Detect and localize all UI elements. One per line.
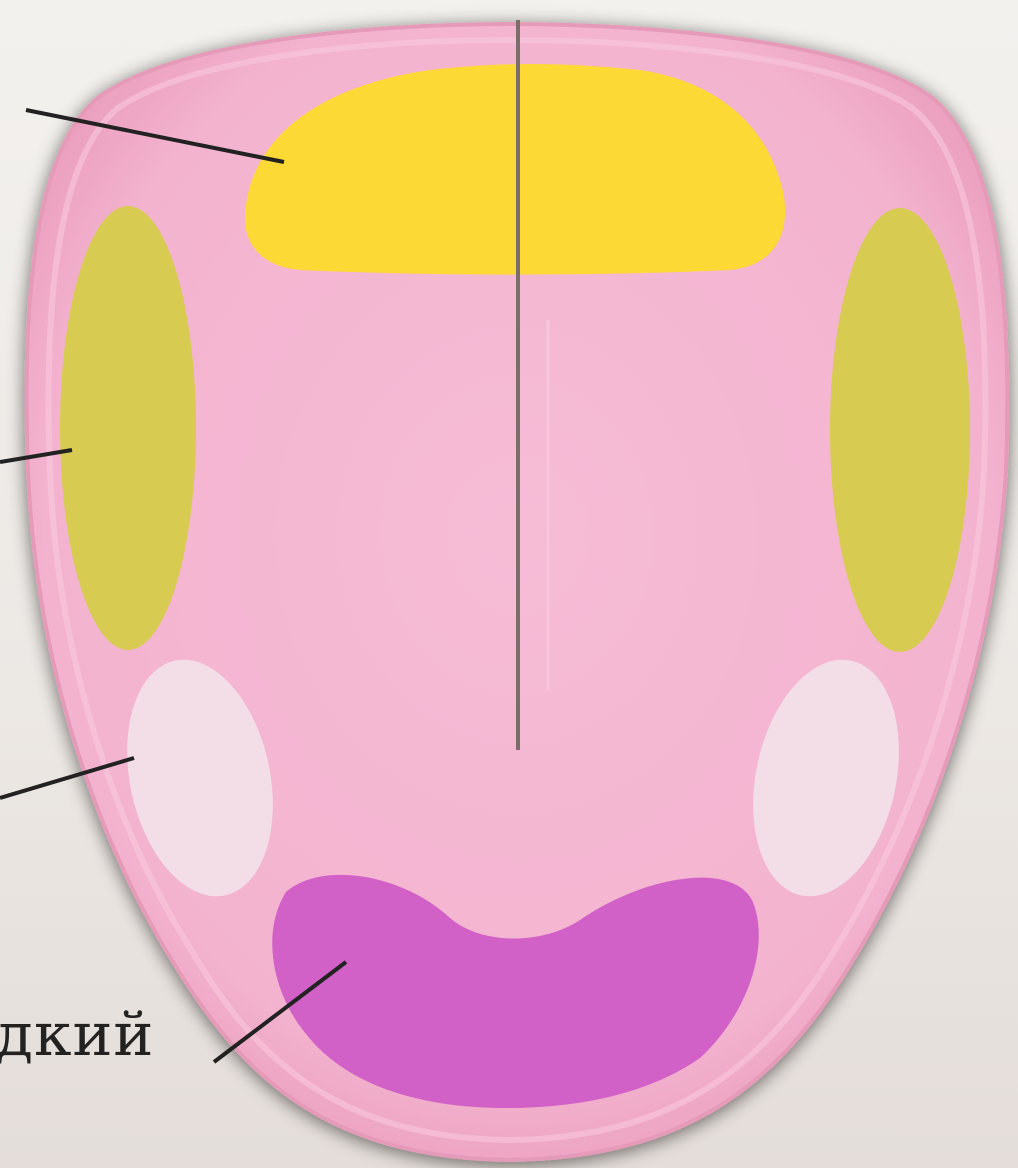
- left-front-side-zone: [60, 206, 196, 650]
- sweet-label-fragment: дкий: [0, 1000, 154, 1070]
- right-front-side-zone: [830, 208, 970, 652]
